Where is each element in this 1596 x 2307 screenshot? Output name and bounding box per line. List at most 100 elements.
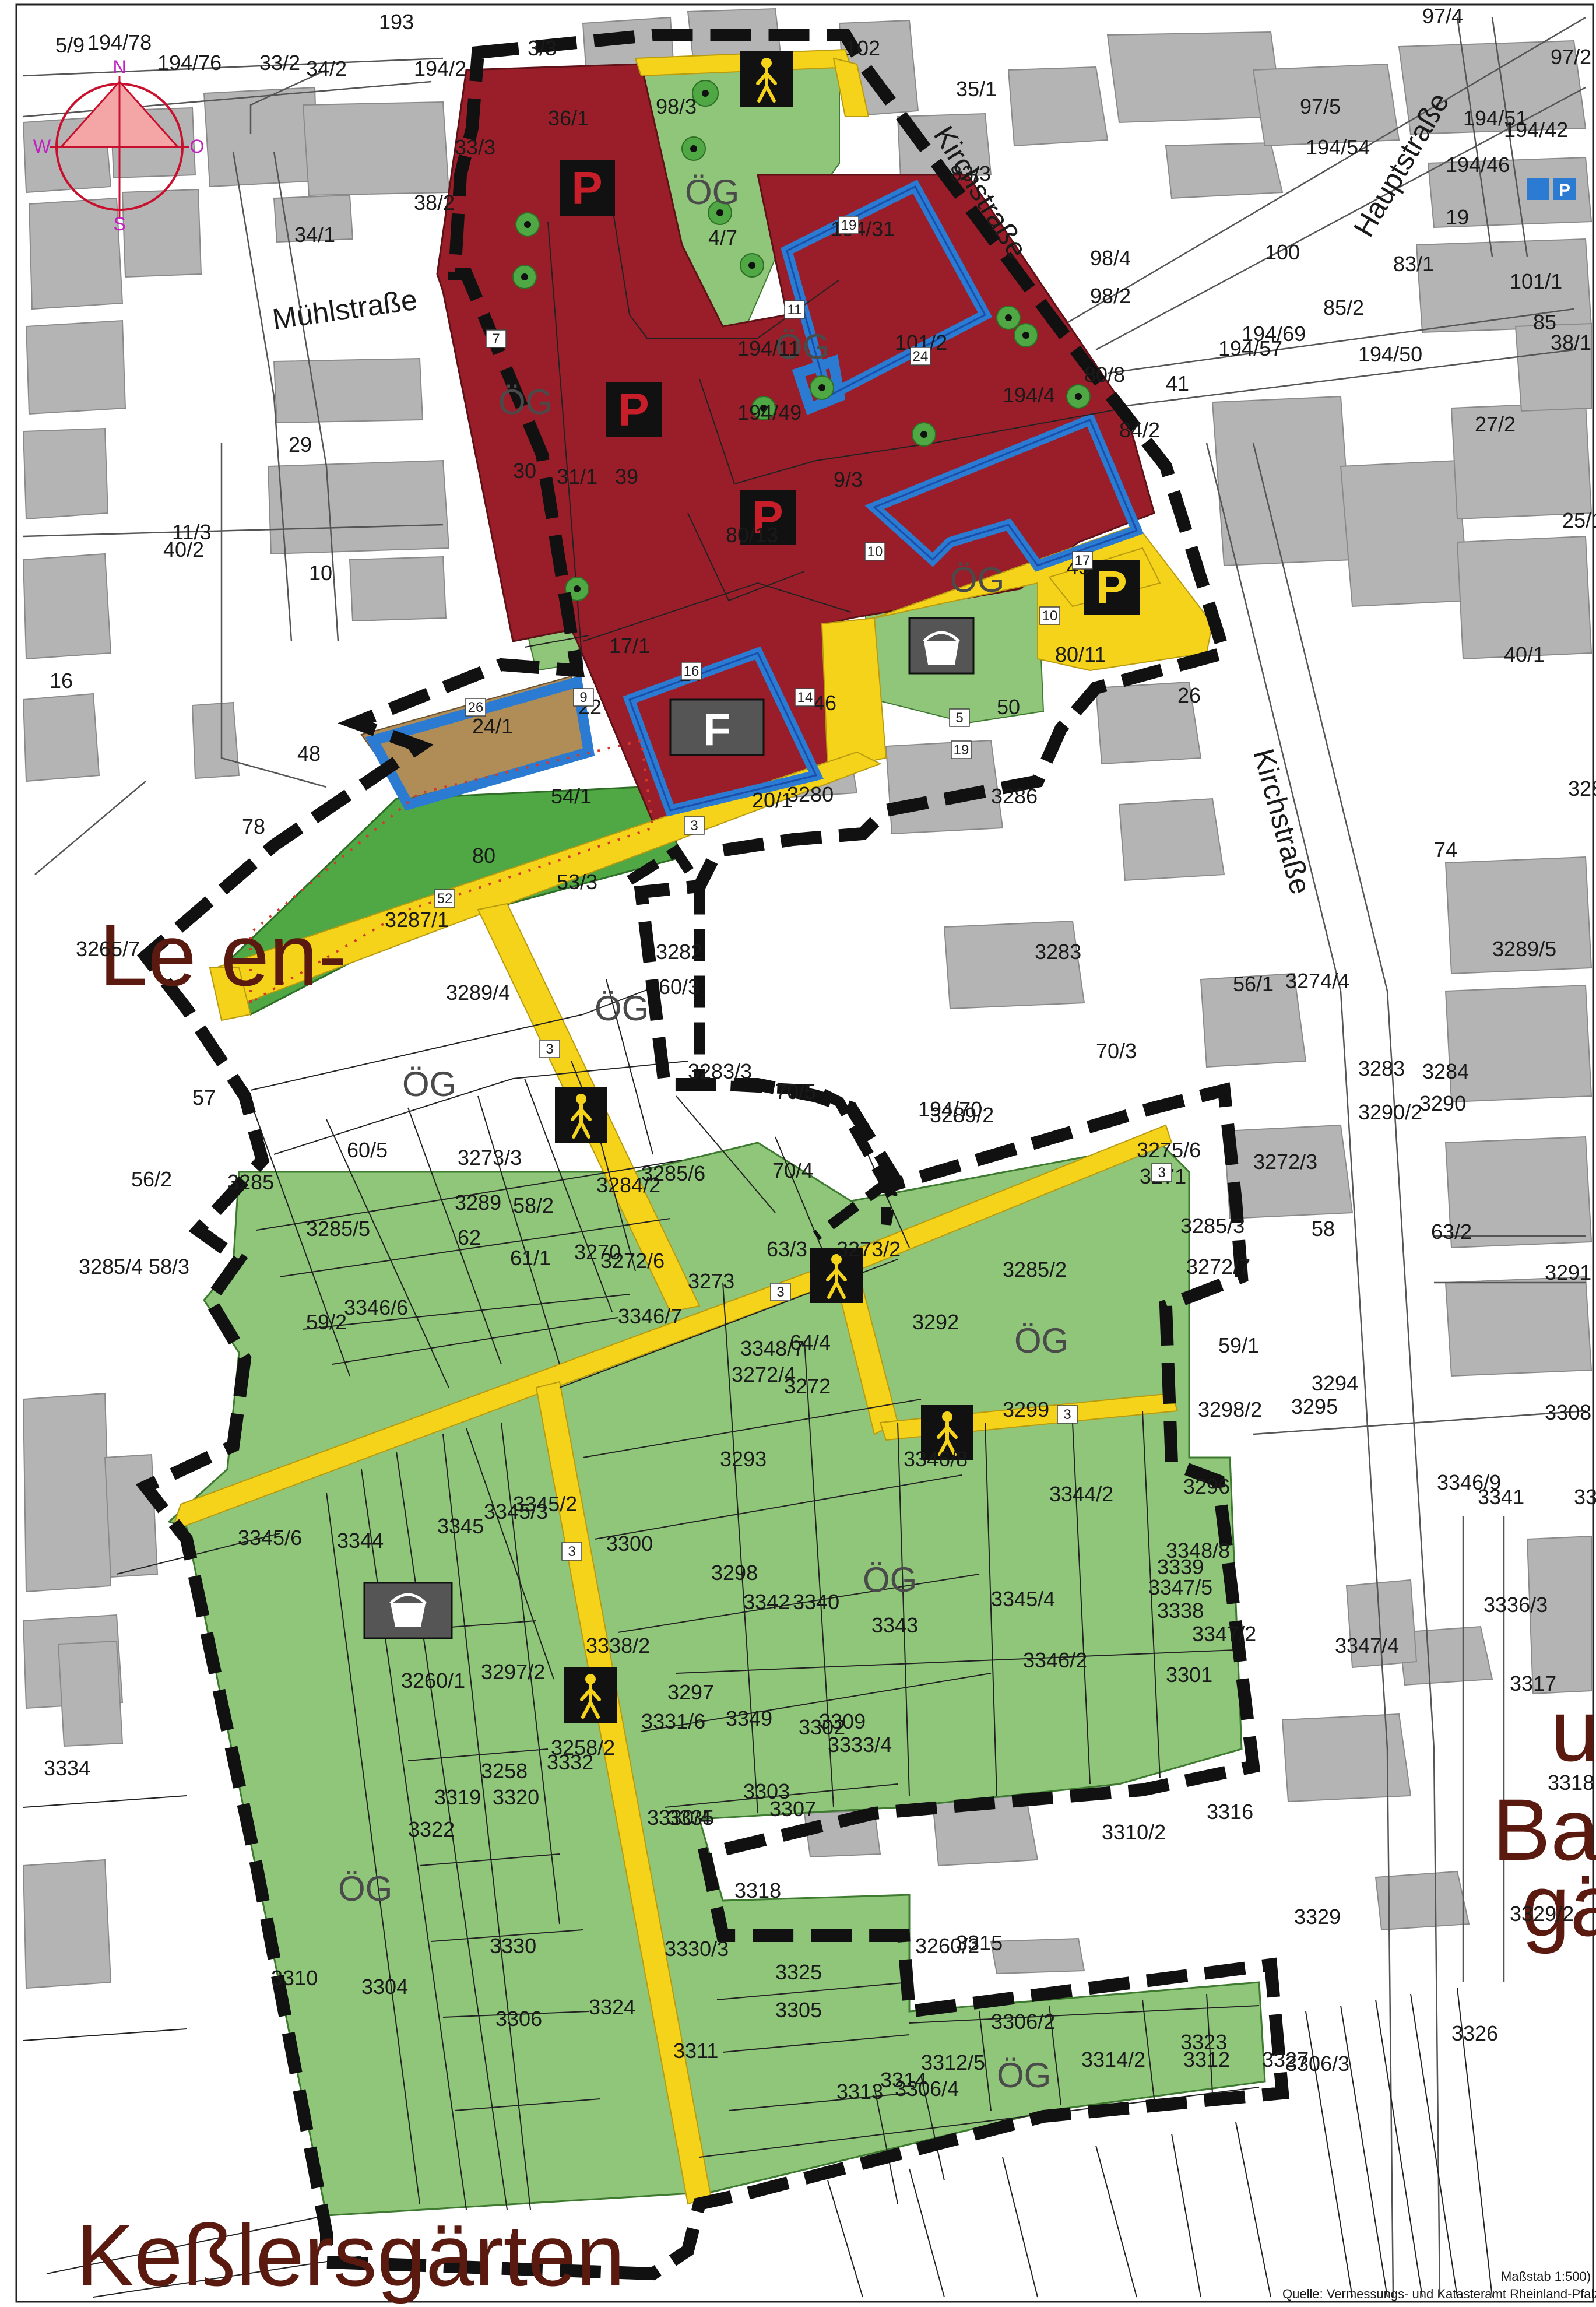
parcel-number: 3258/2 xyxy=(551,1736,615,1760)
parking-label-4: P xyxy=(1096,561,1127,613)
dimension-label: 9 xyxy=(579,690,587,705)
parcel-number: 97/2 xyxy=(1551,45,1591,69)
parcel-number: 3313 xyxy=(836,2080,883,2104)
dimension-label: 5 xyxy=(955,710,963,726)
parcel-number: 100 xyxy=(1265,240,1300,264)
parcel-number: 3345/2 xyxy=(513,1492,577,1516)
parking-sign-1: P xyxy=(560,160,615,216)
parcel-number: 3290/2 xyxy=(1358,1100,1422,1124)
parcel-number: 3345/4 xyxy=(991,1587,1055,1611)
parcel-number: 102 xyxy=(845,36,880,60)
parcel-number: 3305 xyxy=(775,1998,822,2022)
parcel-number: 3260/1 xyxy=(401,1669,465,1692)
plan-boundary xyxy=(135,29,1289,2281)
parcel-number: 30 xyxy=(513,459,536,483)
parcel-number: 64/4 xyxy=(790,1330,831,1354)
dimension-box xyxy=(573,688,594,707)
parcel-number: 3323 xyxy=(1180,2030,1227,2054)
parcel-number: 3300 xyxy=(606,1532,653,1555)
parcel-number: 3289 xyxy=(455,1191,501,1214)
parcel-number: 27/2 xyxy=(1475,412,1516,436)
parcel-number: 3293 xyxy=(720,1447,767,1471)
parcel-number: 3339 xyxy=(1157,1555,1204,1579)
parcel-number: 3346/6 xyxy=(344,1295,408,1319)
dimension-box xyxy=(770,1283,791,1301)
parcel-number: 3282 xyxy=(656,940,702,964)
dimension-label: 3 xyxy=(1063,1407,1071,1423)
parcel-number: 3285/6 xyxy=(641,1161,705,1185)
parcel-number: 3330/3 xyxy=(665,1937,729,1961)
parcel-number: 3347/2 xyxy=(1192,1622,1256,1646)
parcel-number: 3285/2 xyxy=(1003,1258,1067,1281)
parcel-number: 3345/3 xyxy=(484,1500,548,1523)
dimension-label: 3 xyxy=(546,1041,553,1057)
parcel-number: 3258 xyxy=(481,1759,528,1783)
parcel-number: 3285/3 xyxy=(1180,1214,1245,1238)
parcel-number: 98/4 xyxy=(1090,246,1131,270)
parcel-number: 3272/3 xyxy=(1253,1150,1317,1174)
parcel-number: 46 xyxy=(813,691,836,715)
parcel-number: 26 xyxy=(1177,683,1201,707)
parcel-number: 3342 xyxy=(743,1590,790,1614)
parcel-number: 3345/6 xyxy=(238,1526,302,1550)
parcel-number: 5/9 xyxy=(55,33,85,57)
parcel-number: 194/11 xyxy=(737,336,800,360)
parcel-number: 3306/3 xyxy=(1285,2052,1349,2076)
dimension-box xyxy=(784,300,805,319)
parcel-number: 34/1 xyxy=(294,223,335,247)
parcel-number: 3329/2 xyxy=(1510,1902,1574,1926)
parking-sign-4: P xyxy=(1084,560,1140,615)
parcel-number: 3290 xyxy=(1419,1091,1466,1115)
parcel-number: 33/3 xyxy=(455,135,495,159)
parcel-number: 3345/5 xyxy=(1574,1485,1596,1509)
dimension-label: 16 xyxy=(684,663,699,679)
pedestrian-icon xyxy=(921,1405,973,1460)
parcel-number: 3348/7 xyxy=(740,1336,804,1360)
parcel-number: 60/3 xyxy=(659,975,699,999)
parcel-number: 33/2 xyxy=(259,51,300,75)
parcel-number: 3301 xyxy=(1166,1663,1212,1687)
pedestrian-icon xyxy=(810,1248,863,1303)
parcel-number: 3348/8 xyxy=(1166,1539,1230,1562)
og-label: ÖG xyxy=(1014,1321,1068,1360)
parcel-number: 194/50 xyxy=(1358,342,1422,366)
compass-o: O xyxy=(190,136,205,157)
parcel-number: 98/2 xyxy=(1090,284,1131,308)
dimension-label: 3 xyxy=(1158,1165,1165,1181)
fire-symbol: F xyxy=(669,698,765,756)
parcel-number: 3284/2 xyxy=(596,1173,660,1197)
parcel-number: 3299 xyxy=(1003,1397,1049,1421)
parcel-number: 3291 xyxy=(1545,1260,1591,1284)
parcel-number: 16 xyxy=(50,669,73,693)
og-label: ÖG xyxy=(685,173,739,212)
parcel-number: 59/2 xyxy=(306,1310,347,1334)
parcel-number: 40/1 xyxy=(1504,642,1545,666)
parcel-number: 84/2 xyxy=(1119,418,1160,442)
parcel-number: 3289/5 xyxy=(1492,937,1556,961)
parcel-number: 78 xyxy=(242,814,265,838)
parcel-number: 3260/2 xyxy=(915,1934,979,1958)
parcel-number: 3297 xyxy=(667,1680,714,1704)
parcel-number: 101/1 xyxy=(1510,269,1562,293)
dimension-label: 19 xyxy=(954,742,969,758)
parcel-number: 3285/4 xyxy=(79,1255,143,1279)
dimension-label: 26 xyxy=(468,700,484,715)
parcel-number: 3302 xyxy=(799,1715,845,1739)
parcel-number: 70/4 xyxy=(772,1158,813,1182)
small-parking-label: P xyxy=(1559,181,1570,200)
fire-label: F xyxy=(703,704,731,755)
parcel-number: 3346/2 xyxy=(1023,1648,1087,1672)
parcel-number: 31/1 xyxy=(557,465,597,489)
dimension-label: 24 xyxy=(913,349,929,364)
pedestrian-icons xyxy=(555,51,973,1723)
parcel-number: 3286 xyxy=(991,784,1038,808)
parcel-number: 3334 xyxy=(44,1756,90,1780)
dimension-box xyxy=(795,688,815,707)
parcel-number: 3292 xyxy=(912,1310,959,1334)
parcel-number: 194/57 xyxy=(1218,336,1282,360)
dimension-box xyxy=(681,662,702,680)
parcel-number: 54/1 xyxy=(551,784,592,808)
parcel-number: 3295 xyxy=(1291,1395,1338,1418)
